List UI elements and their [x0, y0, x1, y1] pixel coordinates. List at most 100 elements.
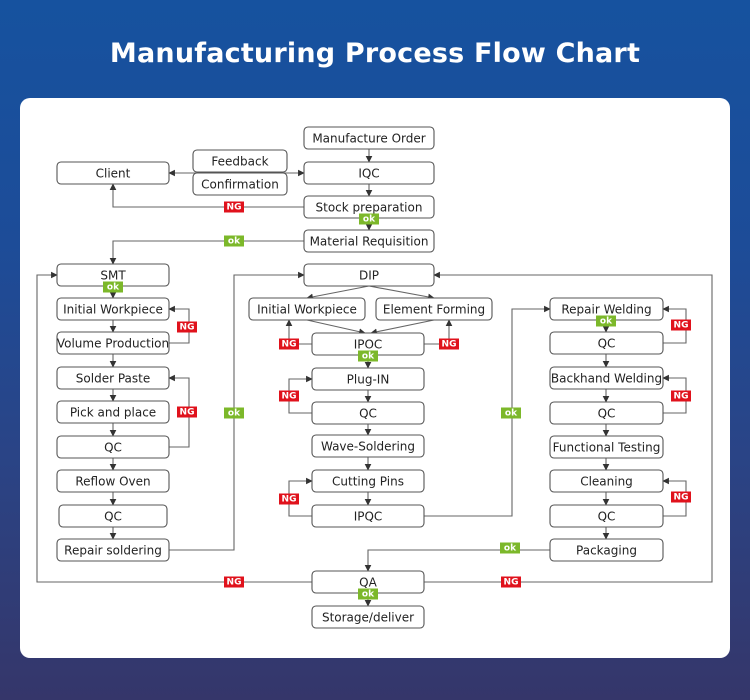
node-box: [56, 538, 170, 562]
node-box: [303, 229, 435, 253]
ng-badge: NG: [177, 321, 197, 333]
node-smt-qc2: QC: [58, 504, 168, 528]
connector-line: [36, 271, 312, 583]
ng-badge: NG: [279, 338, 299, 350]
ok-badge: ok: [224, 235, 244, 247]
node-label: Pick and place: [70, 406, 156, 420]
node-cutting-pins: Cutting Pins: [311, 469, 425, 493]
connector-line: [109, 240, 304, 265]
svg-text:NG: NG: [674, 321, 689, 331]
ok-badge: ok: [358, 588, 378, 600]
node-box: [549, 401, 664, 425]
node-rw-qc: QC: [549, 331, 664, 355]
node-label: Reflow Oven: [75, 475, 150, 489]
svg-text:NG: NG: [180, 408, 195, 418]
svg-text:ok: ok: [228, 237, 241, 247]
node-label: QC: [104, 510, 122, 524]
svg-text:NG: NG: [227, 578, 242, 588]
svg-text:NG: NG: [282, 392, 297, 402]
svg-text:NG: NG: [674, 493, 689, 503]
ok-badge: ok: [224, 407, 244, 419]
ng-badge: NG: [671, 390, 691, 402]
node-box: [311, 469, 425, 493]
svg-text:NG: NG: [282, 340, 297, 350]
connector-line: [370, 319, 435, 336]
node-label: IQC: [358, 167, 379, 181]
node-box: [303, 161, 435, 185]
node-element-forming: Element Forming: [375, 297, 493, 321]
node-plug-in: Plug-IN: [311, 367, 425, 391]
node-label: QC: [598, 407, 616, 421]
node-label: Cutting Pins: [332, 475, 404, 489]
svg-text:ok: ok: [504, 544, 517, 554]
node-solder-paste: Solder Paste: [56, 366, 170, 390]
node-label: Manufacture Order: [312, 132, 425, 146]
node-pick-and-place: Pick and place: [56, 400, 170, 424]
node-box: [311, 401, 425, 425]
connector-line: [424, 271, 713, 583]
node-cleaning: Cleaning: [549, 469, 664, 493]
ok-badge: ok: [358, 350, 378, 362]
node-label: Element Forming: [383, 303, 485, 317]
node-bw-qc: QC: [549, 401, 664, 425]
svg-text:NG: NG: [674, 392, 689, 402]
svg-text:NG: NG: [227, 203, 242, 213]
node-volume-production: Volume Production: [56, 331, 170, 355]
svg-text:ok: ok: [505, 409, 518, 419]
svg-text:ok: ok: [228, 409, 241, 419]
svg-text:ok: ok: [363, 215, 376, 225]
node-label: Plug-IN: [347, 373, 390, 387]
node-functional-testing: Functional Testing: [549, 435, 664, 459]
ok-badge: ok: [359, 213, 379, 225]
node-box: [56, 400, 170, 424]
connector-line: [368, 285, 435, 301]
node-ipoc: IPOC: [311, 332, 425, 356]
node-box: [549, 366, 664, 390]
svg-text:ok: ok: [362, 352, 375, 362]
node-box: [192, 149, 288, 173]
node-qa: QA: [311, 570, 425, 594]
node-box: [56, 331, 170, 355]
node-label: Feedback: [211, 155, 268, 169]
ok-badge: ok: [500, 542, 520, 554]
node-storage-deliver: Storage/deliver: [311, 605, 425, 629]
node-label: QC: [598, 510, 616, 524]
node-label: Storage/deliver: [322, 611, 414, 625]
node-smt: SMT: [56, 263, 170, 287]
node-material-requisition: Material Requisition: [303, 229, 435, 253]
node-dip-initial-workpiece: Initial Workpiece: [248, 297, 366, 321]
connector-line: [306, 319, 366, 335]
ng-badge: NG: [439, 338, 459, 350]
node-repair-welding: Repair Welding: [549, 297, 664, 321]
node-label: Solder Paste: [76, 372, 150, 386]
ng-badge: NG: [224, 576, 244, 588]
node-label: DIP: [359, 269, 379, 283]
node-box: [549, 469, 664, 493]
node-label: Volume Production: [57, 337, 169, 351]
node-label: Initial Workpiece: [257, 303, 357, 317]
node-iqc: IQC: [303, 161, 435, 185]
node-box: [549, 504, 664, 528]
connector-line: [364, 549, 550, 572]
node-cl-qc: QC: [549, 504, 664, 528]
node-label: SMT: [100, 269, 126, 283]
node-box: [56, 435, 170, 459]
node-label: Client: [96, 167, 131, 181]
ng-badge: NG: [671, 491, 691, 503]
ok-badge: ok: [103, 281, 123, 293]
ng-badge: NG: [279, 493, 299, 505]
node-box: [192, 172, 288, 196]
node-label: Cleaning: [580, 475, 633, 489]
node-label: Repair soldering: [64, 544, 162, 558]
node-label: QC: [359, 407, 377, 421]
node-label: IPQC: [354, 510, 383, 524]
node-ipqc: IPQC: [311, 504, 425, 528]
node-label: Wave-Soldering: [321, 440, 415, 454]
node-box: [303, 126, 435, 150]
node-label: Functional Testing: [553, 441, 661, 455]
node-box: [56, 469, 170, 493]
ng-badge: NG: [224, 201, 244, 213]
node-smt-qc1: QC: [56, 435, 170, 459]
node-dip: DIP: [303, 263, 435, 287]
svg-text:NG: NG: [180, 323, 195, 333]
